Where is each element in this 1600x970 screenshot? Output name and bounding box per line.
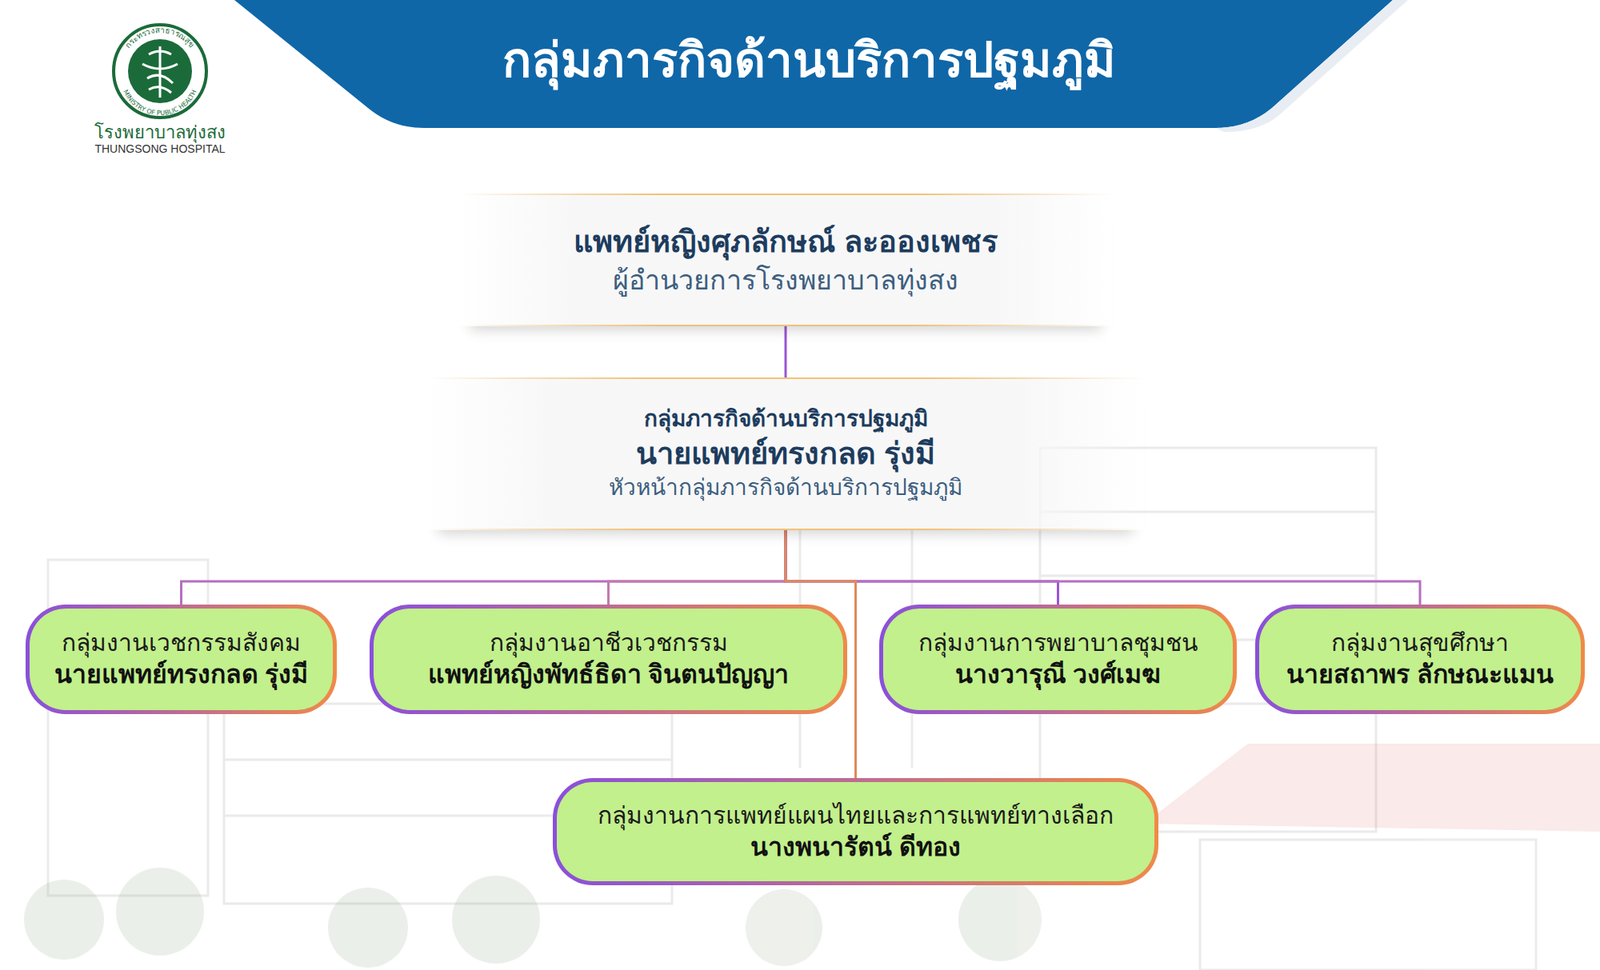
gold-rule [459, 324, 1112, 327]
gold-rule [427, 528, 1144, 531]
box-text: แพทย์หญิงพัทธ์ธิดา จินตนปัญญา [428, 658, 790, 692]
unit-box: กลุ่มงานการแพทย์แผนไทยและการแพทย์ทางเลือ… [552, 778, 1159, 886]
box-text: นายแพทย์ทรงกลด รุ่งมี [636, 434, 936, 474]
org-connector [785, 530, 1059, 605]
ministry-logo [113, 24, 207, 118]
unit-box: กลุ่มงานสุขศึกษานายสถาพร ลักษณะแมน [1255, 604, 1585, 715]
unit-box-fill: กลุ่มงานการแพทย์แผนไทยและการแพทย์ทางเลือ… [556, 782, 1155, 882]
unit-box-fill: กลุ่มงานสุขศึกษานายสถาพร ลักษณะแมน [1259, 608, 1581, 711]
box-heading: กลุ่มงานสุขศึกษา [1331, 627, 1509, 659]
box-text: นางวารุณี วงศ์เมฆ [955, 658, 1162, 692]
position-box: กลุ่มภารกิจด้านบริการปฐมภูมินายแพทย์ทรงก… [427, 377, 1144, 531]
box-heading: กลุ่มงานการพยาบาลชุมชน [918, 627, 1199, 659]
logo-text: MINISTRY OF PUBLIC HEALTH [121, 88, 198, 117]
box-text: นางพนารัตน์ ดีทอง [750, 831, 961, 865]
box-text: หัวหน้ากลุ่มภารกิจด้านบริการปฐมภูมิ [608, 473, 963, 503]
org-connector [608, 530, 787, 605]
box-heading: กลุ่มงานเวชกรรมสังคม [61, 627, 301, 659]
unit-box: กลุ่มงานการพยาบาลชุมชนนางวารุณี วงศ์เมฆ [879, 604, 1237, 715]
position-box: แพทย์หญิงศุภลักษณ์ ละอองเพชรผู้อำนวยการโ… [459, 193, 1112, 327]
unit-box-fill: กลุ่มงานเวชกรรมสังคมนายแพทย์ทรงกลด รุ่งม… [29, 608, 333, 711]
logo-text: กระทรวงสาธารณสุข [123, 25, 196, 50]
box-heading: กลุ่มงานการแพทย์แผนไทยและการแพทย์ทางเลือ… [597, 800, 1114, 832]
gold-rule [459, 193, 1112, 196]
org-connector [785, 530, 1420, 605]
unit-box: กลุ่มงานอาชีวเวชกรรมแพทย์หญิงพัทธ์ธิดา จ… [369, 604, 848, 715]
unit-box-fill: กลุ่มงานอาชีวเวชกรรมแพทย์หญิงพัทธ์ธิดา จ… [373, 608, 844, 711]
box-text: นายแพทย์ทรงกลด รุ่งมี [54, 658, 309, 692]
roof [1144, 744, 1600, 832]
org-connector [784, 326, 788, 378]
box-heading: กลุ่มภารกิจด้านบริการปฐมภูมิ [644, 404, 928, 434]
box-heading: แพทย์หญิงศุภลักษณ์ ละอองเพชร [573, 222, 998, 262]
page-title: กลุ่มภารกิจด้านบริการปฐมภูมิ [502, 32, 1116, 90]
box-heading: กลุ่มงานอาชีวเวชกรรม [489, 627, 728, 659]
box-text: นายสถาพร ลักษณะแมน [1286, 658, 1554, 692]
box-text: ผู้อำนวยการโรงพยาบาลทุ่งสง [612, 262, 959, 298]
unit-box-fill: กลุ่มงานการพยาบาลชุมชนนางวารุณี วงศ์เมฆ [883, 608, 1233, 711]
hospital-name: THUNGSONG HOSPITAL [94, 142, 225, 156]
hospital-name: โรงพยาบาลทุ่งสง [94, 118, 226, 147]
org-connector [181, 530, 787, 605]
unit-box: กลุ่มงานเวชกรรมสังคมนายแพทย์ทรงกลด รุ่งม… [25, 604, 337, 715]
title-banner [234, 0, 1393, 128]
banner-shadow [1216, 0, 1408, 132]
gold-rule [427, 377, 1144, 380]
